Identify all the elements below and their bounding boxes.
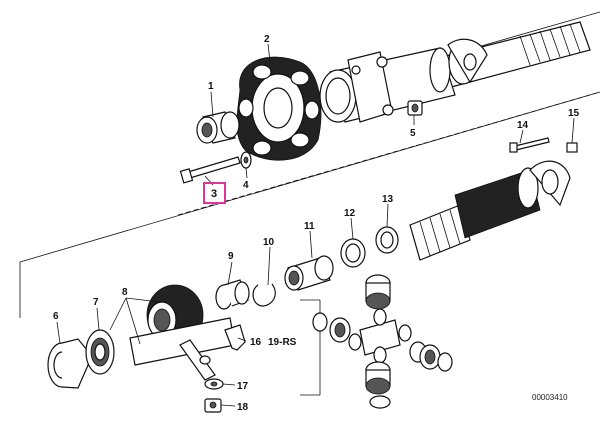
callout-9: 9	[228, 251, 234, 262]
callouts: 1 2 3 4 5 6 7 8 9 10 11 12 13 14 15 16 1…	[53, 34, 580, 413]
callout-3: 3	[211, 188, 217, 200]
callout-16: 16	[250, 337, 262, 348]
driveshaft-front	[319, 21, 591, 123]
bolt	[179, 156, 241, 184]
center-support-bearing	[129, 284, 236, 381]
dust-cap	[340, 238, 366, 268]
callout-6: 6	[53, 311, 59, 322]
circlip	[252, 283, 276, 307]
callout-4: 4	[243, 180, 249, 191]
callout-7: 7	[93, 297, 99, 308]
flex-coupling	[236, 56, 322, 161]
callout-15: 15	[568, 108, 580, 119]
pin	[224, 324, 246, 351]
sleeve	[284, 255, 334, 291]
nut-right	[566, 142, 578, 153]
centering-bushing	[196, 111, 240, 144]
washer	[240, 151, 252, 169]
callout-18: 18	[237, 402, 249, 413]
highlight-box	[203, 182, 226, 204]
drawing-number: 00003410	[532, 393, 568, 402]
callout-11: 11	[304, 221, 315, 232]
callout-8: 8	[122, 287, 128, 298]
seal-ring	[215, 279, 250, 310]
nut-upper	[407, 100, 423, 116]
callout-1: 1	[208, 81, 214, 92]
lower-nut	[204, 398, 222, 413]
callout-17: 17	[237, 381, 249, 392]
rubber-boot	[375, 226, 399, 254]
shaft-seal	[47, 338, 93, 389]
callout-5: 5	[410, 128, 416, 139]
driveshaft-rear	[409, 160, 571, 261]
ball-bearing	[85, 329, 115, 375]
callout-12: 12	[344, 208, 356, 219]
callout-2: 2	[264, 34, 270, 45]
leader-lines	[56, 43, 575, 407]
callout-19-rs: 19-RS	[268, 337, 297, 348]
universal-joint-kit	[312, 274, 453, 409]
bolt-right	[509, 137, 550, 153]
callout-10: 10	[263, 237, 275, 248]
callout-14: 14	[517, 120, 529, 131]
lower-washer	[204, 378, 224, 390]
callout-13: 13	[382, 194, 394, 205]
